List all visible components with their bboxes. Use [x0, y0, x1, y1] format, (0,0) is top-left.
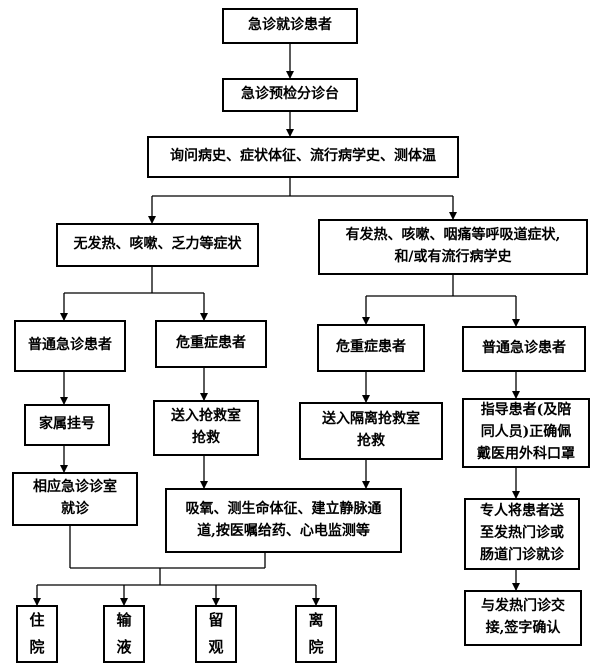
node-inquiry: 询问病史、症状体征、流行病学史、测体温: [147, 136, 459, 178]
node-emergency-patient: 急诊就诊患者: [222, 8, 358, 44]
node-isolation-rescue-room: 送入隔离抢救室 抢救: [299, 402, 443, 460]
node-no-symptoms: 无发热、咳嗽、乏力等症状: [56, 223, 259, 267]
node-normal-patient-left: 普通急诊患者: [14, 320, 126, 372]
node-guide-mask: 指导患者(及陪 同人员)正确佩 戴医用外科口罩: [462, 398, 590, 468]
node-has-symptoms: 有发热、咳嗽、咽痛等呼吸道症状, 和/或有流行病学史: [318, 219, 588, 275]
node-infusion: 输 液: [103, 605, 145, 663]
node-triage-desk: 急诊预检分诊台: [222, 78, 358, 112]
node-discharge: 离 院: [295, 605, 337, 663]
node-critical-patient-left: 危重症患者: [155, 320, 267, 368]
node-hospitalize: 住 院: [16, 605, 58, 663]
node-treatment: 吸氧、测生命体征、建立静脉通 道,按医嘱给药、心电监测等: [165, 488, 402, 553]
node-observation: 留 观: [195, 605, 237, 663]
node-rescue-room: 送入抢救室 抢救: [153, 400, 259, 456]
node-normal-patient-right: 普通急诊患者: [462, 326, 586, 372]
node-family-register: 家属挂号: [24, 404, 110, 446]
node-clinic-visit: 相应急诊诊室 就诊: [12, 472, 138, 526]
node-critical-patient-right: 危重症患者: [317, 324, 425, 372]
node-escort-fever-clinic: 专人将患者送 至发热门诊或 肠道门诊就诊: [464, 498, 580, 570]
node-handover-sign: 与发热门诊交 接,签字确认: [464, 590, 582, 646]
